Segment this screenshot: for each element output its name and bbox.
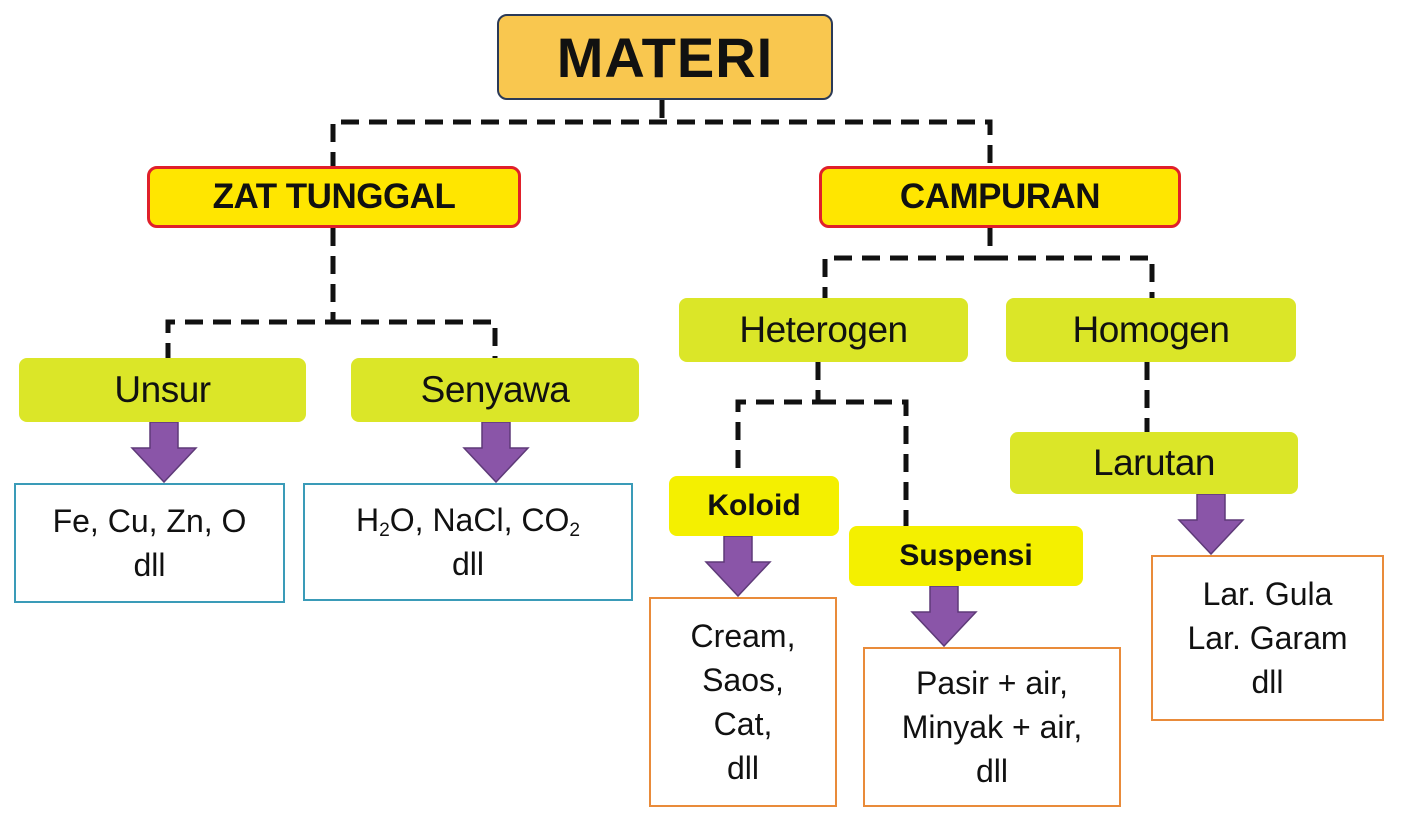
- connector-materi-branches: [330, 100, 993, 170]
- koloid-label: Koloid: [707, 489, 801, 522]
- example-line: Pasir + air,: [915, 665, 1069, 701]
- example-line: dll: [451, 546, 484, 582]
- example-line: dll: [1251, 664, 1284, 700]
- arrow-down-icon: [910, 585, 978, 648]
- example-line: dll: [726, 750, 759, 786]
- arrow-down-icon: [130, 421, 198, 484]
- example-line: Cat,: [713, 706, 773, 742]
- root-node-materi: MATERI: [497, 14, 833, 100]
- example-box-unsur: Fe, Cu, Zn, O dll: [14, 483, 285, 603]
- node-zat-tunggal: ZAT TUNGGAL: [147, 166, 521, 228]
- connector-campuran: [822, 228, 1155, 302]
- node-suspensi: Suspensi: [849, 526, 1083, 586]
- example-box-koloid: Cream, Saos, Cat, dll: [649, 597, 837, 807]
- example-line: dll: [975, 753, 1008, 789]
- unsur-label: Unsur: [114, 369, 211, 410]
- example-line: Lar. Garam: [1187, 620, 1348, 656]
- node-larutan: Larutan: [1010, 432, 1298, 494]
- node-campuran: CAMPURAN: [819, 166, 1181, 228]
- larutan-label: Larutan: [1093, 442, 1216, 483]
- suspensi-label: Suspensi: [899, 539, 1033, 572]
- example-box-suspensi: Pasir + air, Minyak + air, dll: [863, 647, 1121, 807]
- node-koloid: Koloid: [669, 476, 839, 536]
- example-line: Minyak + air,: [901, 709, 1083, 745]
- node-homogen: Homogen: [1006, 298, 1296, 362]
- example-line: Fe, Cu, Zn, O: [52, 503, 247, 539]
- arrow-down-icon: [704, 535, 772, 598]
- senyawa-label: Senyawa: [420, 369, 570, 410]
- arrow-down-icon: [1177, 493, 1245, 556]
- node-heterogen: Heterogen: [679, 298, 968, 362]
- node-unsur: Unsur: [19, 358, 306, 422]
- heterogen-label: Heterogen: [739, 309, 908, 350]
- campuran-label: CAMPURAN: [899, 177, 1101, 216]
- example-line: Lar. Gula: [1202, 576, 1333, 612]
- connector-zat-tunggal: [165, 228, 498, 360]
- example-line: dll: [133, 547, 166, 583]
- homogen-label: Homogen: [1072, 309, 1230, 350]
- root-label: MATERI: [556, 25, 774, 89]
- arrow-down-icon: [462, 421, 530, 484]
- example-line-formulas: H2O, NaCl, CO2: [355, 502, 581, 541]
- zat-tunggal-label: ZAT TUNGGAL: [212, 177, 456, 216]
- example-line: Cream,: [690, 618, 796, 654]
- example-box-senyawa: H2O, NaCl, CO2 dll: [303, 483, 633, 601]
- example-box-larutan: Lar. Gula Lar. Garam dll: [1151, 555, 1384, 721]
- node-senyawa: Senyawa: [351, 358, 639, 422]
- example-line: Saos,: [702, 662, 784, 698]
- connector-heterogen: [735, 362, 909, 526]
